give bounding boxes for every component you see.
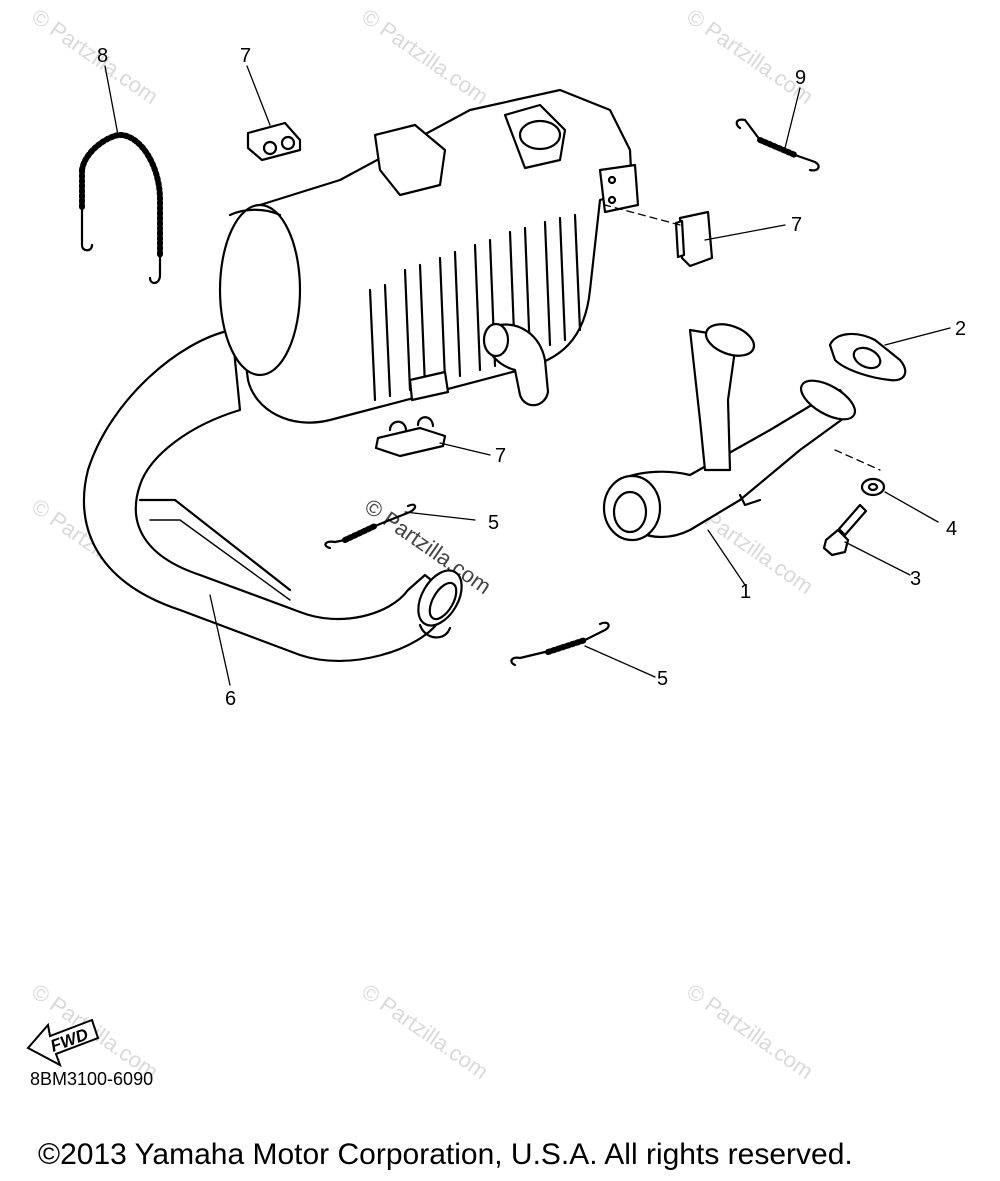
spring-part-5: [510, 621, 610, 667]
spring-part-9: [735, 118, 820, 172]
callout-7: 7: [240, 45, 251, 67]
callout-2: 2: [955, 318, 966, 340]
callout-6: 6: [225, 688, 236, 710]
watermark: © Partzilla.com: [682, 979, 818, 1085]
damper-part-7: [374, 416, 447, 458]
callout-labels: 8 7 9 7 2 7 5 4 3 1 5 6: [97, 45, 966, 710]
forward-arrow-label: FWD: [48, 1025, 91, 1056]
spring-part-8: [79, 132, 163, 284]
callout-9: 9: [795, 67, 806, 89]
watermark: © Partzilla.com: [27, 4, 163, 110]
forward-arrow-icon: FWD: [26, 1018, 100, 1068]
damper-part-7: [246, 121, 302, 162]
callout-7: 7: [495, 445, 506, 467]
callout-7: 7: [791, 214, 802, 236]
watermark: © Partzilla.com: [357, 979, 493, 1085]
leader-lines: [104, 65, 951, 686]
callout-4: 4: [946, 518, 957, 540]
callout-3: 3: [910, 568, 921, 590]
copyright-notice: ©2013 Yamaha Motor Corporation, U.S.A. A…: [38, 1138, 853, 1171]
watermark: © Partzilla.com: [682, 4, 818, 110]
diagram-part-code: 8BM3100-6090: [30, 1069, 154, 1089]
damper-part-7: [674, 210, 714, 268]
muffler-body: [218, 88, 640, 424]
gasket-part-2: [828, 332, 907, 382]
callout-5: 5: [657, 668, 668, 690]
exhaust-pipe-part-6: [82, 328, 463, 663]
watermark: © Partzilla.com: [357, 4, 493, 110]
exhaust-manifold-part-1: [602, 323, 857, 542]
callout-8: 8: [97, 45, 108, 67]
washer-part-4: [860, 477, 886, 497]
callout-1: 1: [740, 581, 751, 603]
callout-5: 5: [488, 512, 499, 534]
bolt-part-3: [822, 503, 868, 557]
